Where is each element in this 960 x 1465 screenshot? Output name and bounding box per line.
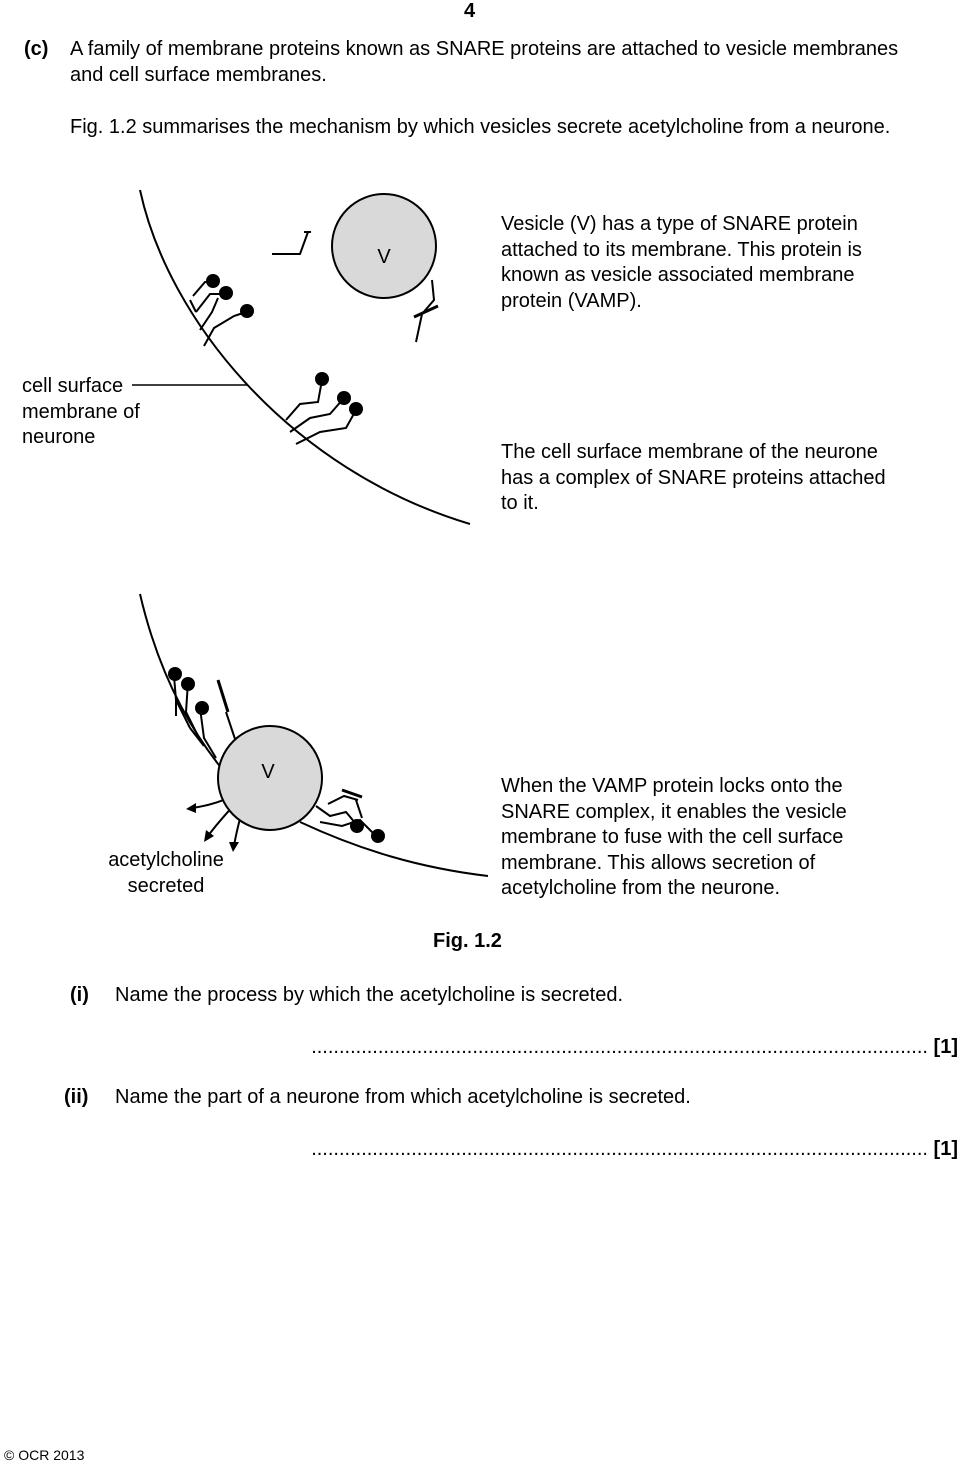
- marks-i: [1]: [933, 1036, 958, 1058]
- figure-intro: Fig. 1.2 summarises the mechanism by whi…: [70, 116, 891, 138]
- acetylcholine-label: acetylcholine secreted: [108, 849, 224, 897]
- answer-dots-ii[interactable]: ........................................…: [311, 1138, 928, 1160]
- vesicle-bottom: [217, 725, 323, 831]
- question-ii-label: (ii): [64, 1086, 89, 1108]
- answer-line-i[interactable]: ........................................…: [311, 1036, 958, 1059]
- question-i-label: (i): [70, 984, 89, 1006]
- answer-dots-i[interactable]: ........................................…: [311, 1036, 928, 1058]
- snare-complex: [315, 805, 357, 825]
- vesicle-note: Vesicle (V) has a type of SNARE protein …: [501, 213, 862, 312]
- figure-diagram: V V: [132, 189, 489, 877]
- question-i-text: Name the process by which the acetylchol…: [115, 984, 624, 1006]
- membrane-label: cell surface membrane of neurone: [22, 375, 140, 448]
- membrane-note: The cell surface membrane of the neurone…: [501, 441, 886, 514]
- question-ii-text: Name the part of a neurone from which ac…: [115, 1086, 691, 1108]
- membrane-arc-bottom-right: [299, 821, 489, 877]
- vamp-protein: [415, 279, 436, 343]
- vesicle-letter-top: V: [377, 246, 391, 268]
- part-c-label: (c): [24, 38, 49, 60]
- part-c-intro-line1: A family of membrane proteins known as S…: [70, 38, 899, 60]
- marks-ii: [1]: [933, 1138, 958, 1160]
- vesicle-letter-bottom: V: [261, 761, 275, 783]
- page-number: 4: [464, 0, 476, 22]
- copyright-footer: © OCR 2013: [4, 1447, 85, 1463]
- vesicle-top: [331, 193, 437, 299]
- vamp-protein: [272, 231, 309, 255]
- part-c-intro-line2: and cell surface membranes.: [70, 64, 327, 86]
- figure-caption: Fig. 1.2: [433, 930, 502, 952]
- answer-line-ii[interactable]: ........................................…: [311, 1138, 958, 1161]
- fusion-note: When the VAMP protein locks onto the SNA…: [501, 775, 847, 899]
- membrane-arc-top: [139, 189, 471, 525]
- snare-complex: [285, 379, 323, 421]
